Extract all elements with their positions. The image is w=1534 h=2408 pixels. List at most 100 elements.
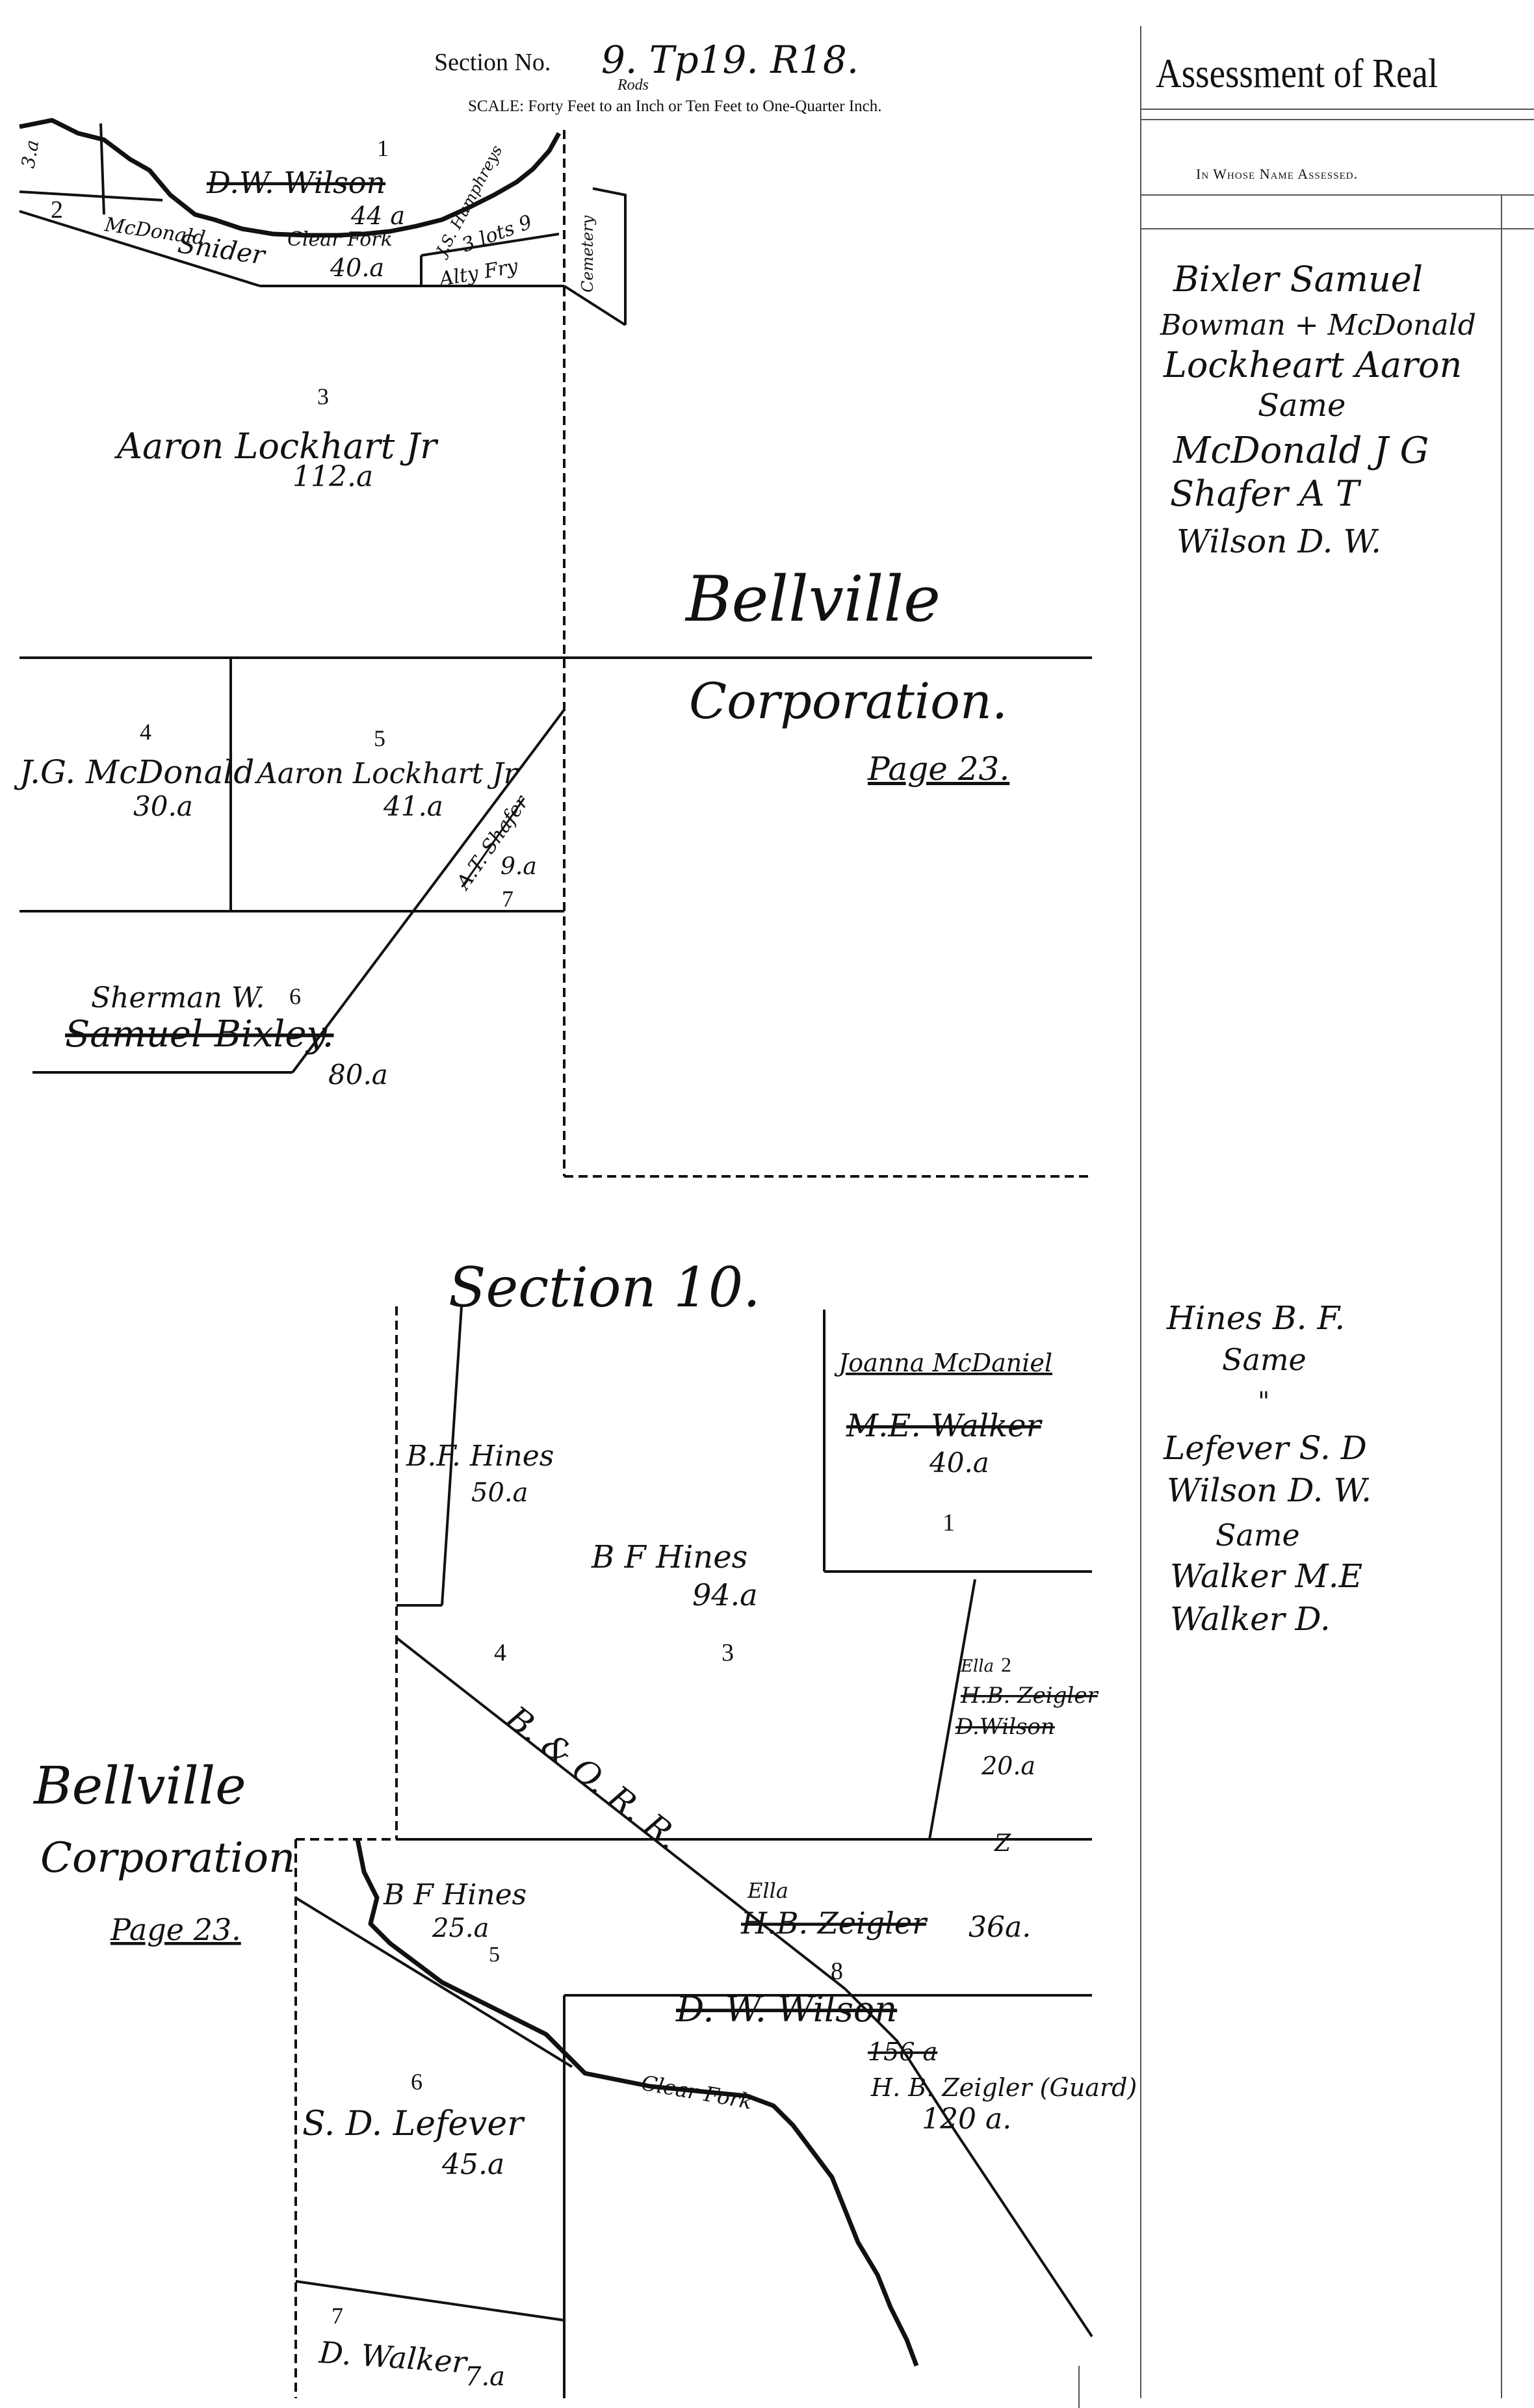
- sec10-lot7-owner: D. Walker: [317, 2335, 469, 2380]
- sec10-corporation: Corporation: [40, 1834, 295, 1882]
- assessed-name: Lefever S. D: [1163, 1429, 1367, 1467]
- sec10-hines-94-acres: 94.a: [692, 1577, 758, 1612]
- sec10-zeigler-guard-owner: H. B. Zeigler (Guard): [870, 2073, 1137, 2102]
- sec9-lot2-number: 2: [51, 196, 63, 224]
- sec10-page-ref: Page 23.: [110, 1912, 241, 1947]
- sec10-lot8-owner: H.B. Zeigler: [740, 1906, 928, 1941]
- scale-text: SCALE: Forty Feet to an Inch or Ten Feet…: [468, 97, 882, 115]
- section-9-plat: [19, 118, 1092, 1178]
- sec9-cemetery-box: [592, 187, 627, 325]
- sec10-lot2-owner-top: Ella: [960, 1657, 994, 1676]
- assessed-name: Hines B. F.: [1166, 1299, 1345, 1337]
- sec10-lot5-acres: 25.a: [432, 1913, 489, 1943]
- sec9-lot6-owner-top: Sherman W.: [91, 981, 265, 1015]
- sec10-title: Section 10.: [448, 1256, 760, 1319]
- sec9-diagonal: [291, 708, 566, 1074]
- sec10-lot-z: Z: [994, 1830, 1011, 1857]
- sec9-cemetery-left: [563, 285, 627, 326]
- assessed-name: Same: [1216, 1518, 1300, 1553]
- sec9-lot1-acres: 44 a: [350, 201, 405, 230]
- sec10-hines-50-acres: 50.a: [471, 1478, 528, 1508]
- sec9-lot6-acres: 80.a: [328, 1059, 388, 1091]
- sec10-lot7-line: [295, 2280, 565, 2322]
- sec9-cemetery-label: Cemetery: [578, 215, 597, 292]
- section-number-value: 9. Tp19. R18.: [601, 38, 859, 82]
- sec9-lot4-owner: J.G. McDonald: [14, 753, 254, 791]
- sec10-creek: [355, 1839, 919, 2367]
- sec10-lot3-number: 3: [722, 1639, 734, 1666]
- sec10-lot2-owner: H.B. Zeigler: [960, 1683, 1098, 1709]
- sec10-hines-94-owner: B F Hines: [591, 1539, 748, 1575]
- assessed-names-sec10: Hines B. F. Same " Lefever S. D Wilson D…: [1163, 1299, 1372, 1638]
- assessed-name: Shafer A T: [1170, 473, 1362, 514]
- sec9-road-edge: [19, 210, 261, 287]
- sec9-lot6-number: 6: [289, 983, 301, 1009]
- sec10-lot2-owner-b: D.Wilson: [955, 1714, 1055, 1740]
- sec9-line-top-band: [19, 190, 163, 201]
- sec10-lot6-owner: S. D. Lefever: [302, 2104, 525, 2143]
- sec10-lot5-number: 5: [489, 1943, 500, 1967]
- sec10-railroad: [395, 1637, 846, 1990]
- sec10-lot2-number: 2: [1001, 1653, 1011, 1676]
- assessed-name: McDonald J G: [1173, 430, 1429, 472]
- column-heading: In Whose Name Assessed.: [1196, 166, 1358, 182]
- sec10-hines-50-owner: B.F. Hines: [406, 1440, 554, 1473]
- sec9-town-name: Bellville: [684, 563, 941, 636]
- sec10-walker-owner: M.E. Walker: [846, 1408, 1043, 1444]
- sec9-lot3-acres: 112.a: [292, 460, 373, 493]
- assessed-names-sec9: Bixler Samuel Bowman + McDonald Lockhear…: [1160, 259, 1476, 560]
- sec10-zeigler-guard-acres: 120 a.: [922, 2103, 1011, 2136]
- sec9-lot4-number: 4: [140, 719, 151, 745]
- assessed-name: Walker D.: [1170, 1600, 1331, 1638]
- sec9-lot5-owner: Aaron Lockhart Jr: [254, 757, 519, 790]
- sec9-lot1-number: 1: [377, 135, 389, 161]
- section-10-plat: [294, 1306, 1093, 2398]
- assessed-name: Same: [1258, 387, 1346, 424]
- sec9-lot3-owner: Aaron Lockhart Jr: [114, 426, 439, 467]
- sec10-lot5-6-line: [294, 1897, 573, 2068]
- sec9-lot7-number: 7: [502, 886, 514, 912]
- sec10-lot8-owner-top: Ella: [747, 1878, 788, 1903]
- sec10-lot8-acres: 36a.: [968, 1911, 1031, 1944]
- sec10-wilson-acres: 156 a: [868, 2038, 937, 2066]
- assessed-name: Bowman + McDonald: [1160, 309, 1476, 342]
- assessed-name: Same: [1222, 1342, 1306, 1377]
- sec9-lot4-acres: 30.a: [133, 790, 193, 822]
- sec9-lot3-number: 3: [317, 383, 329, 409]
- sec9-lot7-acres: 9.a: [500, 853, 537, 880]
- sec10-lot8-number: 8: [831, 1958, 843, 1985]
- sec10-walker-acres: 40.a: [929, 1447, 989, 1479]
- sec9-lot5-acres: 41.a: [383, 790, 443, 822]
- sec10-lot5-owner: B F Hines: [383, 1878, 526, 1911]
- assessed-name: ": [1258, 1387, 1269, 1417]
- assessed-name: Wilson D. W.: [1167, 1471, 1372, 1509]
- assessed-name: Lockheart Aaron: [1163, 344, 1462, 385]
- sec9-lot2-line-b: [421, 233, 560, 257]
- sec9-lot2-acres: 40.a: [330, 253, 384, 282]
- sec10-hines-left: [441, 1306, 463, 1606]
- sec10-zeigler-line: [928, 1579, 976, 1840]
- scale-correction: Rods: [618, 77, 649, 94]
- section-number-label: Section No.: [434, 49, 551, 76]
- sec10-walker-owner-top: Joanna McDaniel: [834, 1349, 1052, 1377]
- sec10-wilson-owner: D. W. Wilson: [675, 1989, 897, 2030]
- sec10-lot7-number: 7: [332, 2303, 343, 2329]
- assessed-name: Wilson D. W.: [1176, 523, 1381, 560]
- sec10-railroad-lower: [844, 1987, 1093, 2338]
- sec10-railroad-label: B. & O. R. R.: [499, 1698, 687, 1857]
- sec9-creek-label: Clear Fork: [287, 228, 393, 251]
- sec10-town-name: Bellville: [32, 1755, 246, 1816]
- assessed-name: Walker M.E: [1170, 1557, 1362, 1595]
- sec9-corner-label: 3.a: [17, 138, 43, 170]
- sec9-page-ref: Page 23.: [867, 750, 1009, 788]
- sec10-lot1-number: 1: [942, 1509, 955, 1536]
- sec9-lot1-owner: D.W. Wilson: [206, 165, 385, 200]
- sec9-creek: [19, 118, 562, 238]
- assessment-title: Assessment of Real: [1156, 50, 1438, 96]
- sec9-corporation: Corporation.: [689, 672, 1008, 730]
- sec9-lot6-owner: Samuel Bixley.: [65, 1013, 333, 1055]
- sec10-lot4-number: 4: [494, 1639, 506, 1666]
- sec10-lot7-acres: 7.a: [465, 2362, 505, 2392]
